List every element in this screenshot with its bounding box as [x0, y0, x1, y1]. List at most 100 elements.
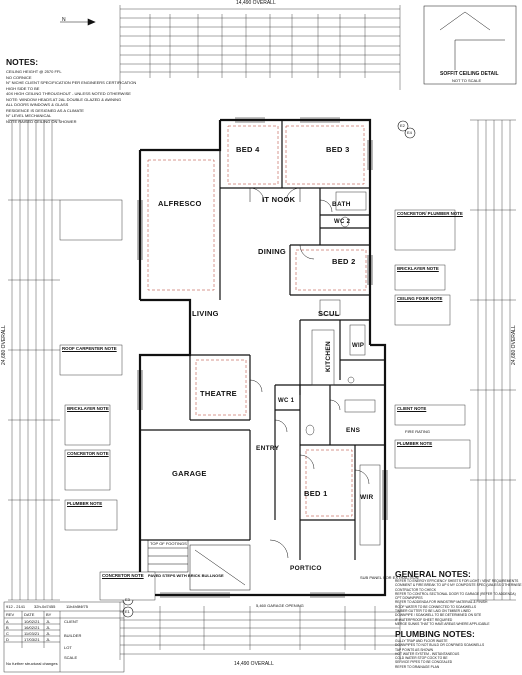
- exterior-walls: [138, 118, 387, 597]
- overall-dimension-left: 24,680 OVERALL: [1, 325, 7, 365]
- windows: [137, 117, 388, 598]
- overall-dimension-right: 24,680 OVERALL: [511, 325, 517, 365]
- title-table-job: 912 - 2141: [6, 604, 26, 609]
- paved-steps-label: PAVED STEPS WITH BRICK BULLNOSE: [148, 573, 224, 578]
- general-note-line: REFER TO ADDENDA FOR WINDSTRIP MATERIAL …: [395, 600, 488, 605]
- general-note-line: ROOF WATER TO BE CONNECTED TO SOAKWELLS: [395, 604, 477, 609]
- overall-dimension-top: 14,490 OVERALL: [236, 0, 276, 6]
- garage-opening-dim: 5,460 GARAGE OPENING: [256, 603, 304, 608]
- room-bed3: BED 3: [326, 145, 350, 154]
- title-table-lot: LOT: [64, 645, 72, 650]
- room-bath: BATH: [332, 201, 351, 208]
- general-note-line: DOWNPIPE / SOAKWELL TO BE DETERMINED ON …: [395, 613, 482, 618]
- note-line: RESIDENCE IS DESIGNED AS A CLIMATE: [6, 107, 84, 113]
- note-line: NO CORNICE: [6, 74, 32, 80]
- room-bed1: BED 1: [304, 489, 328, 498]
- roof-carpenter-note: ROOF CARPENTER NOTE: [62, 346, 117, 351]
- rev-cell: B: [6, 624, 9, 630]
- room-scul: SCUL: [318, 309, 340, 318]
- room-dining: DINING: [258, 247, 287, 256]
- general-note-line: TIMBER GUTTER TO BE LAID ON TIMBER LINED: [395, 609, 471, 614]
- top-dimension-lines: [120, 8, 400, 73]
- room-bed2: BED 2: [332, 257, 356, 266]
- rev-cell: D: [6, 636, 9, 642]
- general-note-line: CPT DOWNPIPES: [395, 596, 423, 601]
- date-cell: 10/02/21: [24, 618, 40, 624]
- note-line: 40X HIGH CEILING THROUGHOUT - UNLESS NOT…: [6, 91, 131, 96]
- right-dimension-lines: [470, 119, 516, 601]
- general-note-line: MERGE SUNKS THAT TO HAVE AREAS WHERE APP…: [395, 621, 490, 626]
- by-cell: JL: [46, 630, 51, 636]
- plumbing-notes-list: GULLY TRAP AND FLOOR WASTE DOWNPIPES TO …: [395, 639, 517, 669]
- section-marker-e1: E1: [125, 609, 130, 614]
- plumbing-note-line: GULLY TRAP AND FLOOR WASTE: [395, 639, 448, 643]
- soffit-detail-subtitle: NOT TO SCALE: [452, 78, 482, 83]
- soffit-detail-title: SOFFIT CEILING DETAIL: [440, 71, 499, 77]
- concretor-plumber-note-2: PLUMBER NOTE: [397, 441, 433, 446]
- north-label: N: [62, 17, 66, 23]
- fire-rating-label: FIRE RATING: [405, 429, 431, 434]
- note-line: ALL DOORS WINDOWS & GLASS: [6, 102, 69, 107]
- general-note-line: COMMENT & FIRE BREAK TO UP 0 MY COMPOSIT…: [395, 583, 522, 588]
- plumbing-note-line: SERVICE PIPES TO BE CONCEALED: [395, 660, 453, 665]
- by-cell: JL: [46, 636, 51, 642]
- room-wip: WIP: [352, 343, 365, 349]
- note-line: HIGH SIDE TO BE: [6, 85, 40, 91]
- plumbing-notes-heading: PLUMBING NOTES:: [395, 629, 475, 639]
- section-marker-e3: E3: [125, 597, 130, 602]
- plumbing-note-line: COLD WATER STOP COCK TO BE: [395, 656, 448, 661]
- general-note-line: REFER TO CONTROL SECTIONAL DOOR TO GARAG…: [395, 591, 516, 596]
- room-ens: ENS: [346, 427, 361, 434]
- date-cell: 16/02/21: [24, 624, 40, 630]
- bricklayer-note: BRICKLAYER NOTE: [67, 406, 109, 411]
- room-garage: GARAGE: [172, 469, 207, 478]
- top-dimension-ticks: [119, 5, 401, 90]
- sub-panel-label: SUB PANEL FOR EXTRACTION: [360, 575, 419, 580]
- room-wc1: WC 1: [278, 398, 295, 404]
- plumber-note: PLUMBER NOTE: [67, 501, 103, 506]
- room-theatre: THEATRE: [200, 389, 237, 398]
- plumbing-note-line: TAP POINTS AS SHOWN: [395, 647, 433, 652]
- plumbing-note-line: DOWNPIPES TO NOT BUILD OR CONFINED SOAKW…: [395, 643, 485, 648]
- interior-walls: [140, 120, 385, 560]
- room-entry: ENTRY: [256, 445, 280, 452]
- general-notes-list: REFER TO ENERGY EFFICIENCY SHEETS FOR LI…: [395, 579, 522, 626]
- notes-list: CEILING HEIGHT @ 2570 FFL NO CORNICE N° …: [6, 69, 137, 124]
- fixtures: [305, 191, 381, 546]
- title-table-builder: BUILDER: [64, 633, 82, 638]
- room-portico: PORTICO: [290, 565, 322, 572]
- bricklayer-note-2: BRICKLAYER NOTE: [397, 266, 439, 271]
- date-cell: 17/03/21: [24, 636, 40, 642]
- room-it-nook: IT NOOK: [262, 195, 296, 204]
- title-table-by-h: BY: [46, 612, 52, 617]
- ceiling-bulkhead-lines: [147, 125, 367, 517]
- note-line: N° NICHE CLIENT SPECIFICATION PER ENGINE…: [6, 80, 137, 85]
- general-note-line: CONTRACTOR TO CHECK: [395, 587, 437, 592]
- by-cell: JL: [46, 618, 51, 624]
- room-alfresco: ALFRESCO: [158, 199, 202, 208]
- title-table-lat: 32h-0d7455: [34, 604, 56, 609]
- room-living: LIVING: [192, 309, 219, 318]
- ceiling-fixer-note: CEILING FIXER NOTE: [397, 296, 443, 301]
- title-table-box: [3, 601, 125, 673]
- note-line: CEILING HEIGHT @ 2570 FFL: [6, 69, 62, 74]
- side-note-boxes: [59, 199, 471, 601]
- concretor-note-2: CONCRETOR NOTE: [102, 573, 144, 578]
- title-table-client: CLIENT: [64, 619, 79, 624]
- date-cell: 11/03/21: [24, 630, 40, 636]
- door-swings: [249, 187, 370, 559]
- portico-steps: [147, 539, 251, 591]
- concretor-plumber-note: CONCRETOR/ PLUMBER NOTE: [397, 211, 463, 216]
- room-wc2: WC 2: [334, 219, 351, 225]
- left-dimension-lines: [8, 119, 60, 601]
- title-table-scale: SCALE: [64, 655, 78, 660]
- soffit-detail-box: [423, 5, 517, 85]
- note-line: NOTE: WINDOW HEADS AT 2AL DOUBLE GLAZED …: [6, 96, 122, 102]
- room-bed4: BED 4: [236, 145, 260, 154]
- client-note: CLIENT NOTE: [397, 406, 427, 411]
- general-note-line: REFER TO ENERGY EFFICIENCY SHEETS FOR LI…: [395, 579, 519, 583]
- section-marker-e2: E2: [400, 123, 405, 128]
- section-marker-e4: E4: [407, 130, 412, 135]
- notes-heading: NOTES:: [6, 57, 39, 67]
